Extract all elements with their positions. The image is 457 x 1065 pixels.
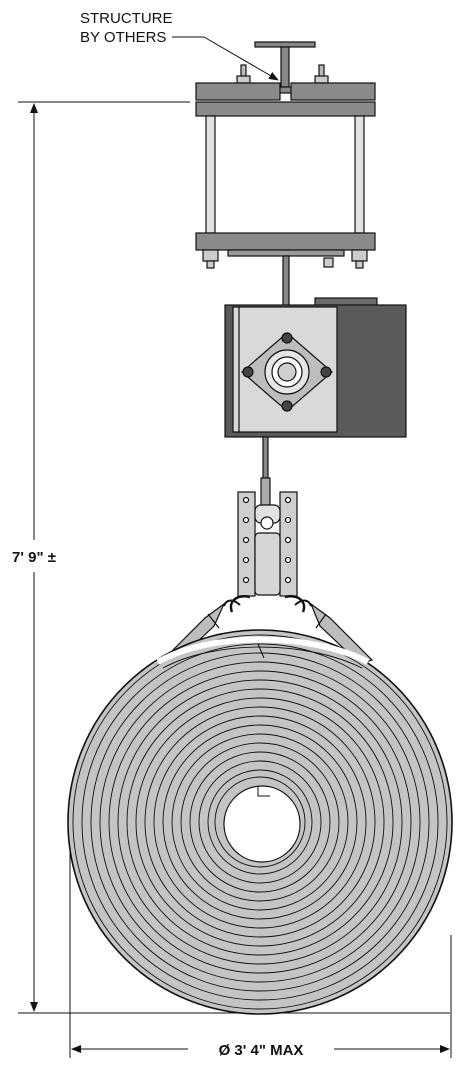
top-clamp-plate-left [195,82,281,101]
structure-label-line1: STRUCTURE [80,10,173,27]
nut-right [351,249,368,262]
diameter-label: Ø 3' 4" MAX [219,1042,304,1059]
callout-leader-arrow [203,36,279,81]
threaded-rod-left [205,115,216,234]
coiled-hose [67,629,453,1015]
mounting-plate-top [195,101,376,117]
swivel-housing [224,297,407,438]
height-label: 7' 9" ± [12,549,56,566]
structure-callout: STRUCTURE BY OTHERS [80,10,279,81]
nut-left [202,249,219,262]
upper-clamp-assembly [195,64,376,307]
diameter-dimension: Ø 3' 4" MAX [69,850,452,1059]
coil-center-opening [223,785,301,863]
drop-cable-bracket [223,436,312,613]
hanger-rod [282,255,290,307]
structure-label-line2: BY OTHERS [80,29,166,46]
mounting-plate-bottom [195,232,376,251]
top-clamp-plate-right [290,82,376,101]
height-dimension: 7' 9" ± [12,101,450,1014]
hose-swivel-body [254,532,281,596]
threaded-rod-right [354,115,365,234]
